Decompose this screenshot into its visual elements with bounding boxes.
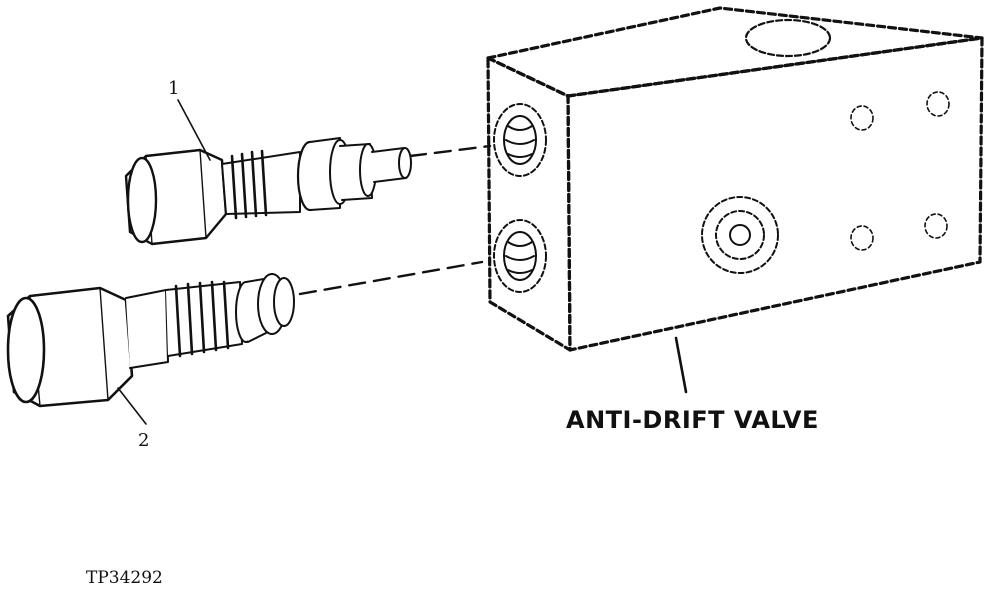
part-1-cartridge [124, 137, 412, 246]
callout-1: 1 [168, 78, 180, 99]
callout-1-leader [177, 99, 211, 161]
assembly-lines [298, 144, 492, 296]
component-label: ANTI-DRIFT VALVE [566, 406, 819, 434]
valve-block [486, 6, 984, 352]
front-center-port [701, 196, 779, 274]
callout-2-leader [117, 387, 147, 425]
part-2-cartridge [6, 273, 295, 408]
figure-id: TP34292 [86, 568, 163, 588]
top-port [744, 18, 832, 58]
callout-2: 2 [138, 430, 150, 451]
left-face-ports [493, 103, 547, 293]
mounting-holes [850, 91, 950, 251]
valve-leader-line [674, 336, 688, 394]
